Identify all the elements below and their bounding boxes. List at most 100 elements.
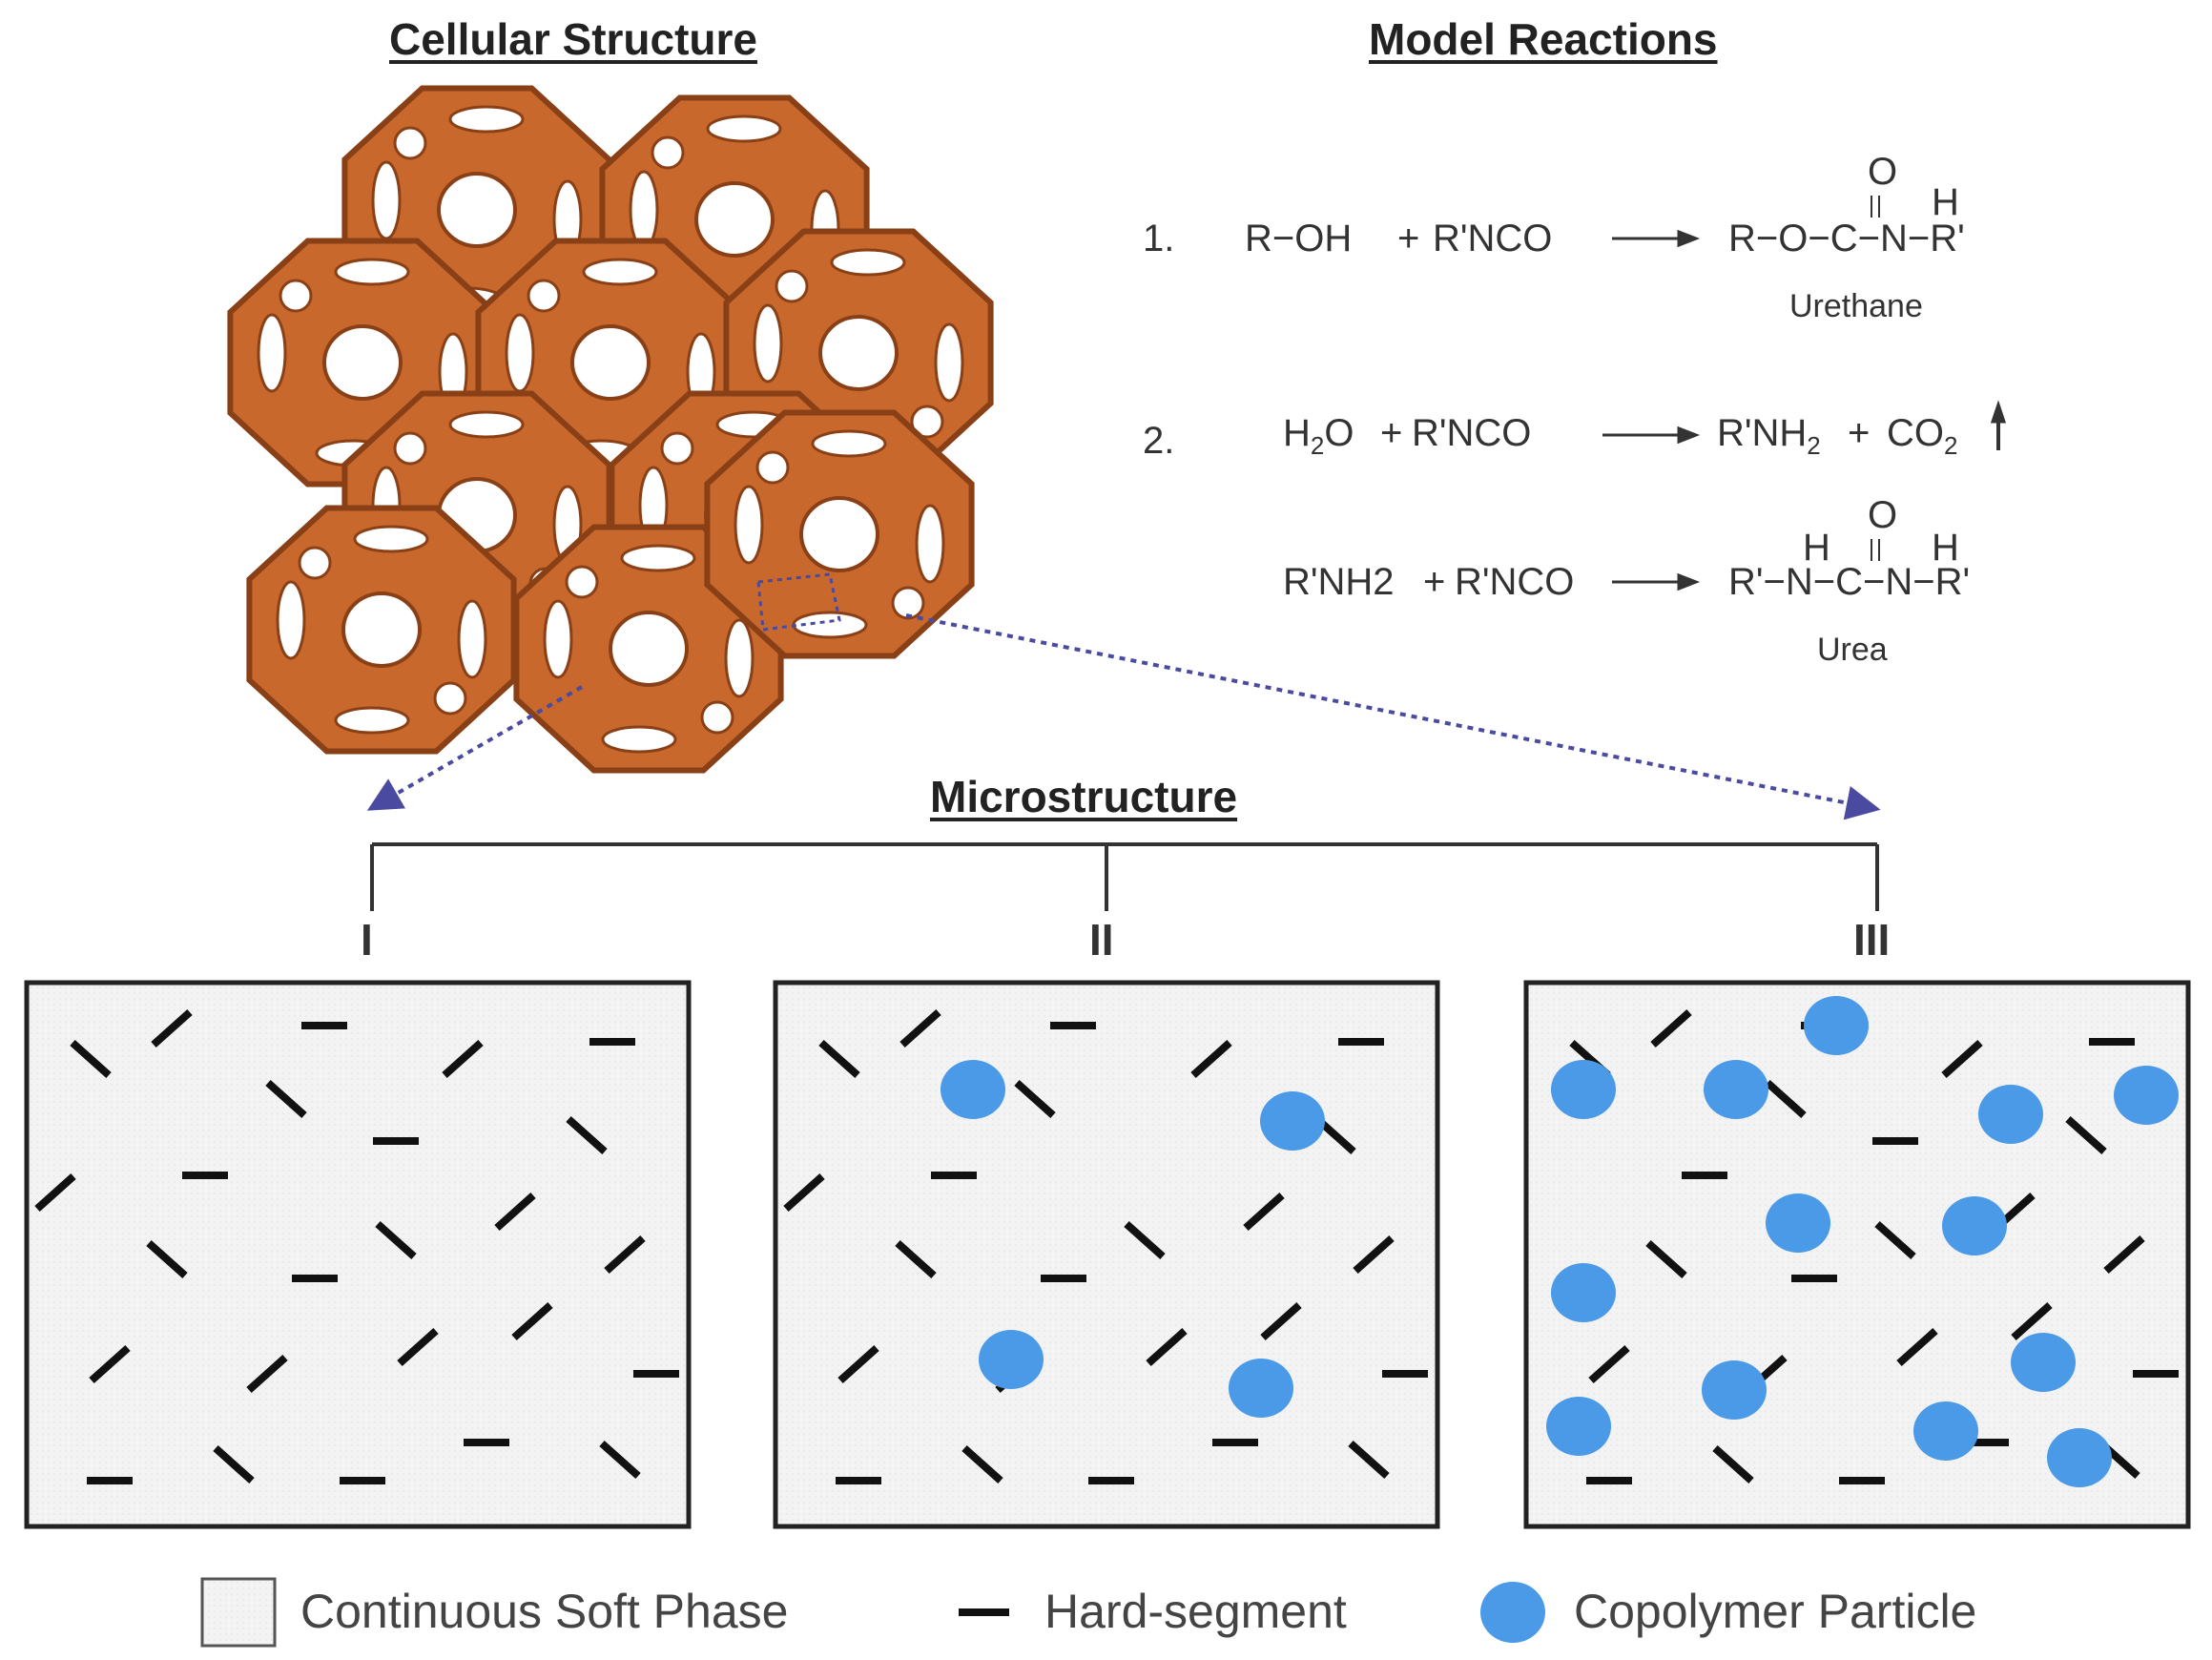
- foam-pore: [660, 431, 694, 466]
- foam-pore: [371, 160, 402, 240]
- foam-pore: [341, 591, 422, 668]
- foam-pore: [505, 313, 535, 393]
- reaction-1-product-name: Urethane: [1789, 288, 1923, 324]
- legend-soft-phase-swatch: [200, 1577, 277, 1648]
- copolymer-particle: [1978, 1085, 2043, 1144]
- reaction-3-h-left: H: [1803, 527, 1830, 569]
- panel-i-contents: [34, 1009, 679, 1484]
- foam-pore: [700, 700, 734, 735]
- reaction-3-product-name: Urea: [1817, 632, 1888, 668]
- hard-segment: [1765, 1080, 1807, 1118]
- hard-segment: [783, 1173, 825, 1212]
- hard-segment: [1124, 1221, 1166, 1259]
- microstructure-heading: Microstructure: [930, 772, 1238, 821]
- hard-segment: [2065, 1116, 2107, 1154]
- hard-segment: [1874, 1221, 1916, 1259]
- foam-pore: [570, 324, 651, 401]
- reaction-1-reactant-a: R−OH: [1245, 218, 1353, 259]
- panel-i-box: [24, 980, 692, 1529]
- reaction-3-h-right: H: [1932, 527, 1959, 569]
- hard-segment: [246, 1355, 288, 1393]
- foam-cellular-structure: [227, 85, 994, 774]
- copolymer-particle: [1260, 1091, 1325, 1151]
- panel-ii-contents: [783, 1009, 1428, 1484]
- reaction-1-number: 1.: [1143, 218, 1175, 259]
- reaction-2-reactant-b: R'NCO: [1412, 412, 1532, 454]
- reaction-2-product-b: CO2: [1887, 412, 1958, 460]
- panel-iii-contents: [1546, 996, 2179, 1487]
- foam-pore: [527, 279, 561, 313]
- foam-pore: [620, 544, 696, 572]
- hard-segment: [1650, 1009, 1692, 1048]
- copolymer-particle: [2047, 1428, 2112, 1487]
- hard-segment: [375, 1221, 417, 1259]
- reaction-3-carbonyl-o: O: [1868, 494, 1898, 536]
- legend-soft-phase-label: Continuous Soft Phase: [300, 1585, 789, 1638]
- reaction-1-carbonyl-o: O: [1868, 151, 1898, 193]
- reaction-1-arrow: [1612, 229, 1701, 248]
- hard-segment: [70, 1040, 112, 1078]
- foam-pore: [910, 405, 944, 439]
- hard-segment: [151, 1009, 193, 1048]
- copolymer-particle: [1913, 1401, 1978, 1461]
- hard-segment: [34, 1173, 76, 1212]
- foam-pore: [601, 725, 677, 754]
- reaction-arrows: [1602, 196, 2007, 591]
- zoom-region: [756, 572, 841, 632]
- hard-segment: [265, 1080, 307, 1118]
- hard-segment: [1896, 1328, 1938, 1366]
- copolymer-particle: [1804, 996, 1869, 1055]
- copolymer-particle: [1546, 1397, 1611, 1456]
- foam-pore: [775, 269, 809, 303]
- reaction-3-product: R'−N−C−N−R': [1728, 561, 1971, 603]
- gas-evolution-arrow: [1990, 400, 2007, 450]
- hard-segment: [146, 1240, 188, 1278]
- zoom-arrows: [366, 572, 1881, 820]
- reaction-1-plus: +: [1397, 218, 1420, 259]
- foam-pore: [818, 315, 899, 391]
- hard-segment: [442, 1040, 484, 1078]
- hard-segment: [1014, 1080, 1056, 1118]
- reaction-1-reactant-b: R'NCO: [1433, 218, 1553, 259]
- hard-segment: [494, 1193, 536, 1231]
- microstructure-bracket: [370, 842, 1879, 911]
- hard-segment: [213, 1445, 255, 1484]
- copolymer-particle: [979, 1330, 1044, 1389]
- copolymer-particle: [1704, 1060, 1768, 1119]
- hard-segment: [604, 1235, 646, 1274]
- copolymer-particle: [1551, 1263, 1616, 1322]
- panel-ii-box: [773, 980, 1440, 1529]
- hard-segment: [599, 1441, 641, 1479]
- legend-hard-segment-label: Hard-segment: [1044, 1585, 1347, 1638]
- hard-segment: [566, 1116, 608, 1154]
- foam-pore: [543, 599, 573, 679]
- foam-pore: [734, 485, 764, 565]
- reaction-1-amide-h: H: [1932, 181, 1959, 223]
- hard-segment: [818, 1040, 860, 1078]
- copolymer-particle: [941, 1060, 1005, 1119]
- copolymer-particle: [1766, 1193, 1830, 1253]
- reaction-2-reactant-a: H2O: [1283, 412, 1354, 460]
- hard-segment: [511, 1302, 553, 1340]
- hard-segment: [895, 1240, 937, 1278]
- hard-segment: [1645, 1240, 1687, 1278]
- hard-segment: [1260, 1302, 1302, 1340]
- foam-pore: [724, 618, 755, 698]
- foam-pore: [891, 586, 925, 620]
- reaction-2-product-plus: +: [1848, 412, 1871, 454]
- foam-pore: [448, 105, 525, 134]
- hard-segment: [899, 1009, 941, 1048]
- foam-pore: [393, 431, 427, 466]
- panel-label-iii: III: [1853, 915, 1891, 965]
- legend-copolymer-swatch: [1480, 1582, 1545, 1643]
- hard-segment: [961, 1445, 1003, 1484]
- foam-pore: [334, 706, 410, 735]
- hard-segment: [89, 1345, 131, 1383]
- hard-segment: [1712, 1445, 1754, 1484]
- zoom-arrow-right: [905, 613, 1881, 820]
- cellular-structure-heading: Cellular Structure: [389, 14, 757, 64]
- foam-pore: [393, 126, 427, 160]
- hard-segment: [1243, 1193, 1285, 1231]
- foam-pore: [830, 248, 906, 277]
